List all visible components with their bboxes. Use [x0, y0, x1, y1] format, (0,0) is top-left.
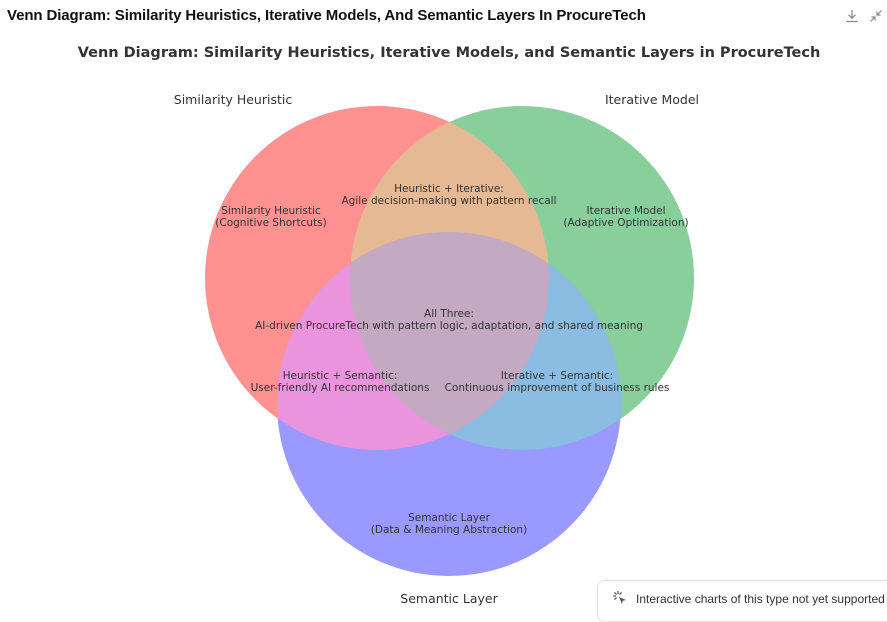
collapse-icon [870, 10, 882, 22]
chart-header: Venn Diagram: Similarity Heuristics, Ite… [0, 0, 887, 34]
region-heuristic-iterative-line1: Heuristic + Iterative: [394, 183, 504, 195]
region-iterative-only-line1: Iterative Model [587, 205, 666, 217]
unsupported-chart-notice: Interactive charts of this type not yet … [597, 580, 887, 622]
set-label-iterative-model: Iterative Model [605, 92, 699, 107]
region-semantic-only-line2: (Data & Meaning Abstraction) [371, 524, 527, 536]
region-iterative-semantic-line2: Continuous improvement of business rules [445, 382, 670, 394]
region-heuristic-semantic-line1: Heuristic + Semantic: [283, 370, 398, 382]
region-all-three-line1: All Three: [424, 308, 474, 320]
region-heuristic-only-line2: (Cognitive Shortcuts) [215, 217, 326, 229]
set-label-similarity-heuristic: Similarity Heuristic [174, 92, 293, 107]
header-title: Venn Diagram: Similarity Heuristics, Ite… [7, 7, 646, 24]
region-all-three-line2: AI-driven ProcureTech with pattern logic… [255, 320, 643, 332]
region-heuristic-only-line1: Similarity Heuristic [221, 205, 321, 217]
sparkle-cursor-icon [612, 590, 626, 604]
region-iterative-only-line2: (Adaptive Optimization) [563, 217, 688, 229]
collapse-button[interactable] [866, 6, 886, 26]
region-heuristic-semantic-line2: User-friendly AI recommendations [251, 382, 430, 394]
notice-text: Interactive charts of this type not yet … [636, 592, 885, 606]
region-heuristic-iterative-line2: Agile decision-making with pattern recal… [342, 195, 557, 207]
diagram-title: Venn Diagram: Similarity Heuristics, Ite… [78, 45, 821, 61]
download-icon [846, 10, 858, 23]
region-iterative-semantic-line1: Iterative + Semantic: [501, 370, 613, 382]
set-label-semantic-layer: Semantic Layer [400, 591, 498, 606]
region-semantic-only-line1: Semantic Layer [408, 512, 491, 524]
overlap-all-three [350, 232, 549, 450]
download-button[interactable] [842, 6, 862, 26]
